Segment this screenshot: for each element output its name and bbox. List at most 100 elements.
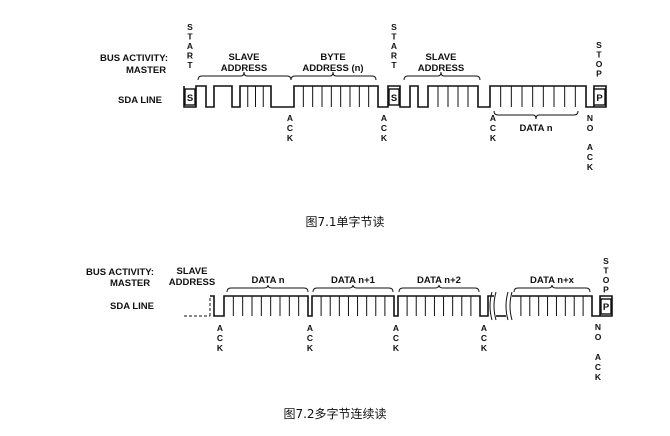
slave-address-label: ADDRESS [221,63,267,74]
data-n-label: DATA n [519,123,552,134]
ack-label-letter: A [587,142,593,152]
caption-multi-byte-read: 图7.2多字节连续读 [283,406,386,421]
byte-cells [232,296,584,316]
start-bit-box [388,88,400,106]
start-label-letter: S [187,22,193,32]
ack-label-letter: A [481,323,487,333]
data-n-label: DATA n [251,275,284,286]
no-label-letter: O [587,123,594,133]
start-label-letter: T [391,60,397,70]
ack-label-letter: C [490,123,496,133]
diagram-multi-byte-read: BUS ACTIVITY: MASTER SDA LINE SLAVE ADDR… [86,256,613,382]
data-brace [513,284,591,293]
stop-bit-box [593,88,606,106]
start-label-letter: T [187,60,193,70]
start-label-letter: A [187,41,193,51]
ack-label-letter: K [307,343,314,353]
data-nx-label: DATA n+x [530,275,575,286]
slave-address-label: ADDRESS [169,277,215,288]
slave-address-label: SLAVE [229,52,260,63]
slave-address-label: SLAVE [177,266,208,277]
start-label-letter: S [391,22,397,32]
break-mark [489,291,497,321]
s-box-label: S [391,93,397,104]
ack-label-letter: A [381,113,387,123]
p-box-label: P [603,302,610,313]
stop-label-letter: P [596,69,602,79]
ack-label-letter: C [381,123,387,133]
byte-address-label: BYTE [320,52,345,63]
sda-line-label: SDA LINE [118,95,162,106]
master-label: MASTER [126,65,166,76]
byte-address-brace [290,71,377,81]
ack-label-letter: C [595,362,601,372]
byte-address-label: ADDRESS (n) [302,63,363,74]
no-label-letter: O [595,332,602,342]
ack-label-letter: C [481,333,487,343]
ack-label-letter: A [595,352,601,362]
data-n1-label: DATA n+1 [331,275,376,286]
sda-waveform [210,295,494,317]
data-brace [312,284,394,293]
data-brace [398,284,480,293]
start-label-letter: T [391,32,397,42]
stop-label-letter: T [603,266,609,276]
ack-label-letter: C [393,333,399,343]
stop-label-letter: P [603,285,609,295]
ack-label-letter: A [307,323,313,333]
bus-activity-label: BUS ACTIVITY: [100,53,168,64]
ack-label-letter: A [217,323,223,333]
master-label: MASTER [110,278,150,289]
ack-label-letter: C [287,123,293,133]
slave-address-brace [197,71,292,81]
stop-bit-box [600,298,612,315]
ack-label-letter: K [381,133,388,143]
no-label-letter: N [587,113,593,123]
break-mark [505,291,513,321]
slave-address-label: SLAVE [426,52,457,63]
stop-label-letter: O [596,59,603,69]
stop-label-letter: O [603,275,610,285]
ack-label-letter: K [217,343,224,353]
stop-label-letter: S [596,40,602,50]
start-label-letter: R [187,51,193,61]
ack-label-letter: C [217,333,223,343]
sda-line-label: SDA LINE [110,301,154,312]
ack-label-letter: K [595,372,602,382]
data-brace [226,284,309,293]
p-box-label: P [596,93,603,104]
ack-label-letter: K [587,162,594,172]
no-label-letter: N [595,322,601,332]
start-label-letter: T [187,32,193,42]
byte-cells [247,86,576,107]
ack-label-letter: C [587,152,593,162]
slave-address-label: ADDRESS [418,63,464,74]
start-label-letter: R [391,51,397,61]
stop-label-letter: S [603,256,609,266]
start-bit-box [184,88,196,106]
data-n2-label: DATA n+2 [417,275,461,286]
slave-address-brace [403,71,481,81]
stop-label-letter: T [596,50,602,60]
data-brace [493,110,579,120]
sda-waveform [512,295,613,317]
ack-label-letter: A [393,323,399,333]
ack-label-letter: A [490,113,496,123]
caption-single-byte-read: 图7.1单字节读 [305,214,384,229]
ack-label-letter: K [481,343,488,353]
ack-label-letter: K [393,343,400,353]
ack-label-letter: K [490,133,497,143]
ack-label-letter: C [307,333,313,343]
ack-label-letter: K [287,133,294,143]
ack-label-letter: A [287,113,293,123]
bus-activity-label: BUS ACTIVITY: [86,267,154,278]
start-label-letter: A [391,41,397,51]
